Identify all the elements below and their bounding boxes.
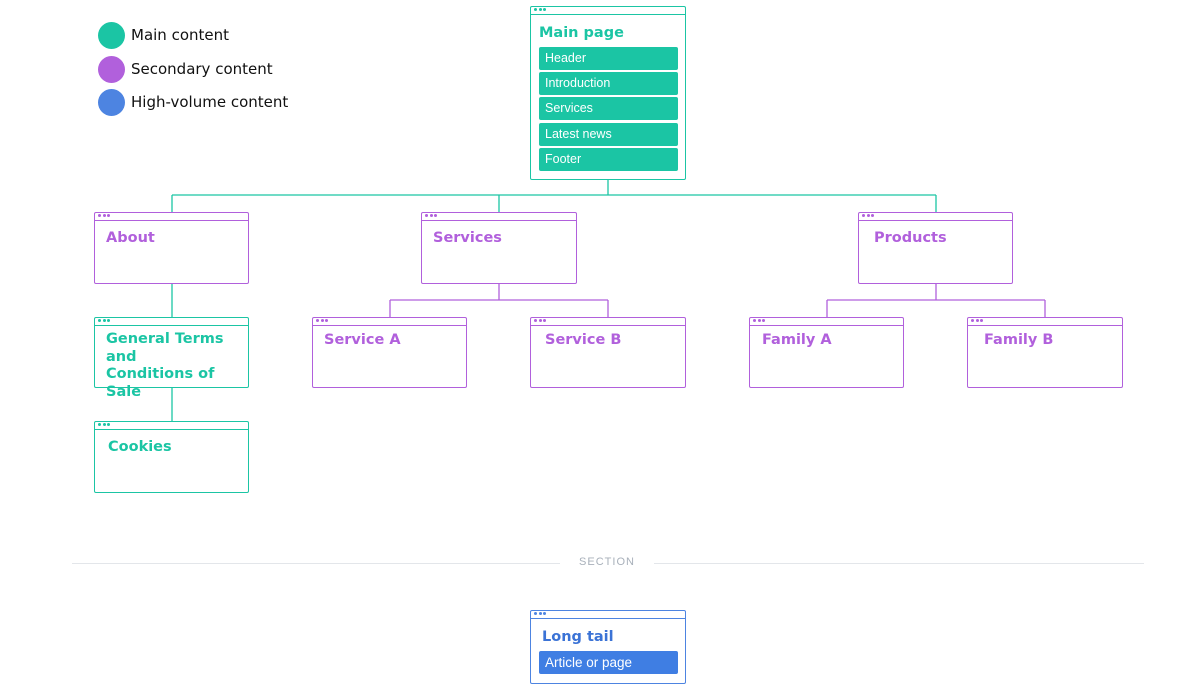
node-title: Long tail [542, 629, 614, 645]
window-bar [95, 318, 248, 326]
window-bar [531, 318, 685, 326]
node-title: Cookies [108, 439, 172, 455]
window-dots-icon [862, 214, 878, 218]
connector-main-to-level1 [171, 180, 937, 212]
node-main-page[interactable]: Main page Header Introduction Services L… [530, 6, 686, 180]
node-title: General Terms and Conditions of Sale [106, 331, 224, 400]
legend-label: Main content [131, 26, 230, 44]
node-products[interactable]: Products [858, 212, 1013, 284]
node-title: Services [433, 230, 502, 246]
window-dots-icon [534, 8, 550, 12]
node-cookies[interactable]: Cookies [94, 421, 249, 493]
window-bar [95, 422, 248, 430]
window-dots-icon [316, 319, 332, 323]
window-dots-icon [534, 612, 550, 616]
section-divider-left [72, 563, 560, 564]
window-bar [313, 318, 466, 326]
node-title: About [106, 230, 155, 246]
legend-item-secondary: Secondary content [98, 56, 358, 84]
node-title: Family A [762, 332, 832, 348]
window-bar [859, 213, 1012, 221]
legend-item-main: Main content [98, 22, 358, 50]
window-bar [95, 213, 248, 221]
connector-products-children [826, 284, 1046, 317]
node-long-tail[interactable]: Long tail Article or page [530, 610, 686, 684]
section-header: Header [539, 47, 678, 70]
section-introduction: Introduction [539, 72, 678, 95]
section-article-or-page: Article or page [539, 651, 678, 674]
node-services[interactable]: Services [421, 212, 577, 284]
section-services: Services [539, 97, 678, 120]
window-bar [531, 7, 685, 15]
window-dots-icon [98, 214, 114, 218]
legend-swatch-high-volume [98, 89, 125, 116]
legend-swatch-main [98, 22, 125, 49]
window-bar [750, 318, 903, 326]
node-title: Products [874, 230, 947, 246]
window-dots-icon [971, 319, 987, 323]
node-service-a[interactable]: Service A [312, 317, 467, 388]
node-about[interactable]: About [94, 212, 249, 284]
window-bar [531, 611, 685, 619]
legend-swatch-secondary [98, 56, 125, 83]
section-divider-right [654, 563, 1144, 564]
window-dots-icon [425, 214, 441, 218]
node-title: Service A [324, 332, 401, 348]
window-dots-icon [98, 423, 114, 427]
window-dots-icon [753, 319, 769, 323]
node-service-b[interactable]: Service B [530, 317, 686, 388]
node-family-a[interactable]: Family A [749, 317, 904, 388]
section-footer: Footer [539, 148, 678, 171]
section-divider-label: SECTION [579, 556, 635, 568]
window-dots-icon [98, 319, 114, 323]
legend-label: High-volume content [131, 93, 289, 111]
node-title: Main page [539, 25, 624, 41]
legend-label: Secondary content [131, 60, 273, 78]
window-bar [968, 318, 1122, 326]
legend-item-high-volume: High-volume content [98, 89, 358, 117]
connector-services-children [389, 284, 609, 317]
node-title: Service B [545, 332, 622, 348]
node-title: Family B [984, 332, 1054, 348]
node-general-terms[interactable]: General Terms and Conditions of Sale [94, 317, 249, 400]
node-family-b[interactable]: Family B [967, 317, 1123, 388]
window-dots-icon [534, 319, 550, 323]
window-bar [422, 213, 576, 221]
section-latest-news: Latest news [539, 123, 678, 146]
